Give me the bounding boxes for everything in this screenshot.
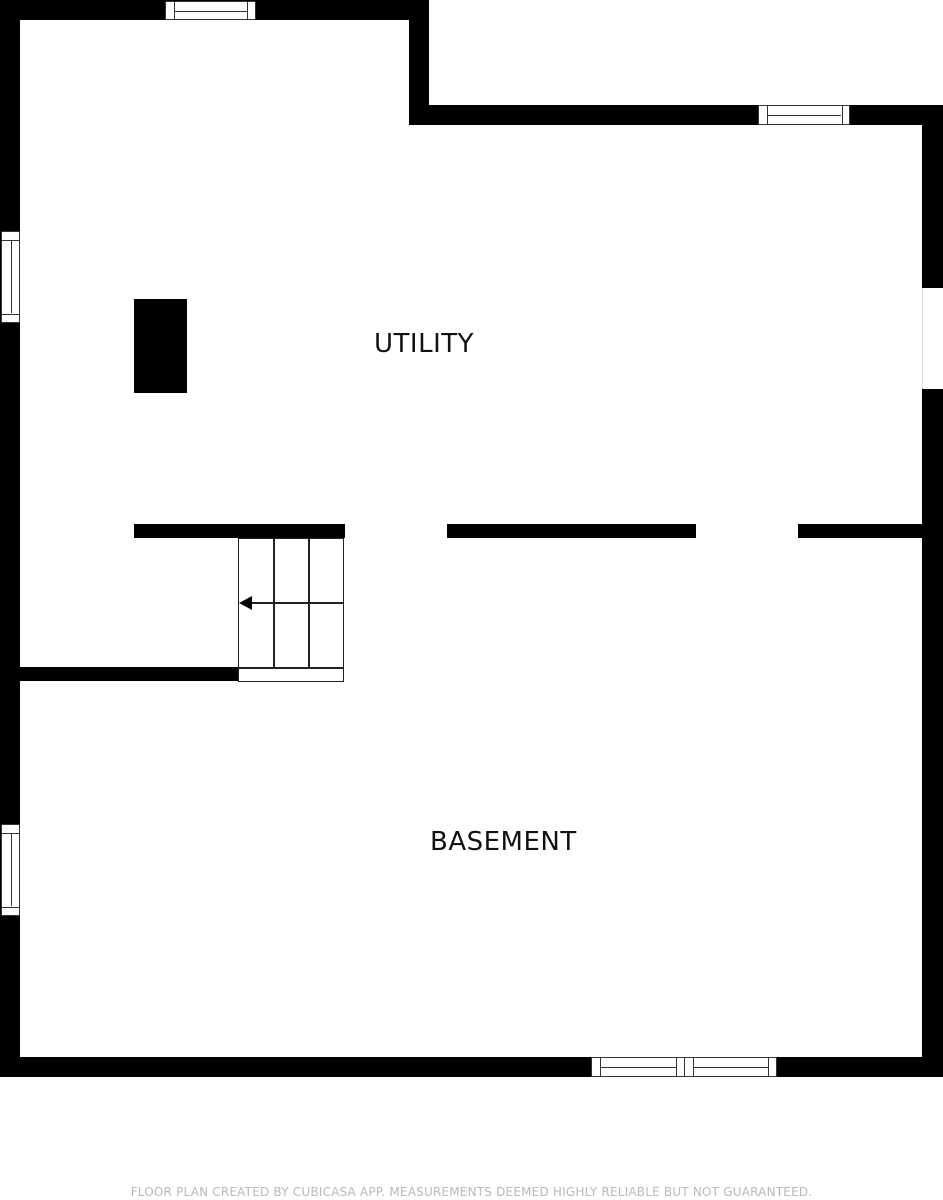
wall-right-lower — [922, 389, 943, 1077]
stair-tread — [273, 539, 275, 668]
stair-landing-line — [239, 667, 343, 669]
interior-wall-seg-3 — [798, 524, 923, 538]
stair-tread — [308, 539, 310, 668]
wall-top-step-vertical — [409, 0, 429, 125]
chimney-block — [134, 299, 187, 393]
stair-direction-arrow-icon — [239, 596, 252, 610]
window-top-left — [165, 1, 256, 20]
room-label-utility: UTILITY — [374, 329, 474, 359]
window-bottom-double — [591, 1057, 777, 1077]
wall-right-upper — [922, 105, 943, 288]
window-top-right — [758, 105, 850, 125]
room-label-basement: BASEMENT — [430, 827, 577, 857]
right-doorway — [922, 288, 943, 389]
window-left-lower — [1, 824, 20, 916]
wall-bottom — [0, 1057, 943, 1077]
staircase — [238, 538, 344, 682]
interior-wall-seg-2 — [447, 524, 696, 538]
footer-disclaimer: FLOOR PLAN CREATED BY CUBICASA APP. MEAS… — [130, 1185, 813, 1199]
wall-top-right — [409, 105, 943, 125]
interior-wall-stair-base — [20, 667, 241, 681]
window-left-upper — [1, 231, 20, 323]
stair-direction-line — [243, 602, 343, 604]
interior-wall-seg-1 — [134, 524, 345, 538]
